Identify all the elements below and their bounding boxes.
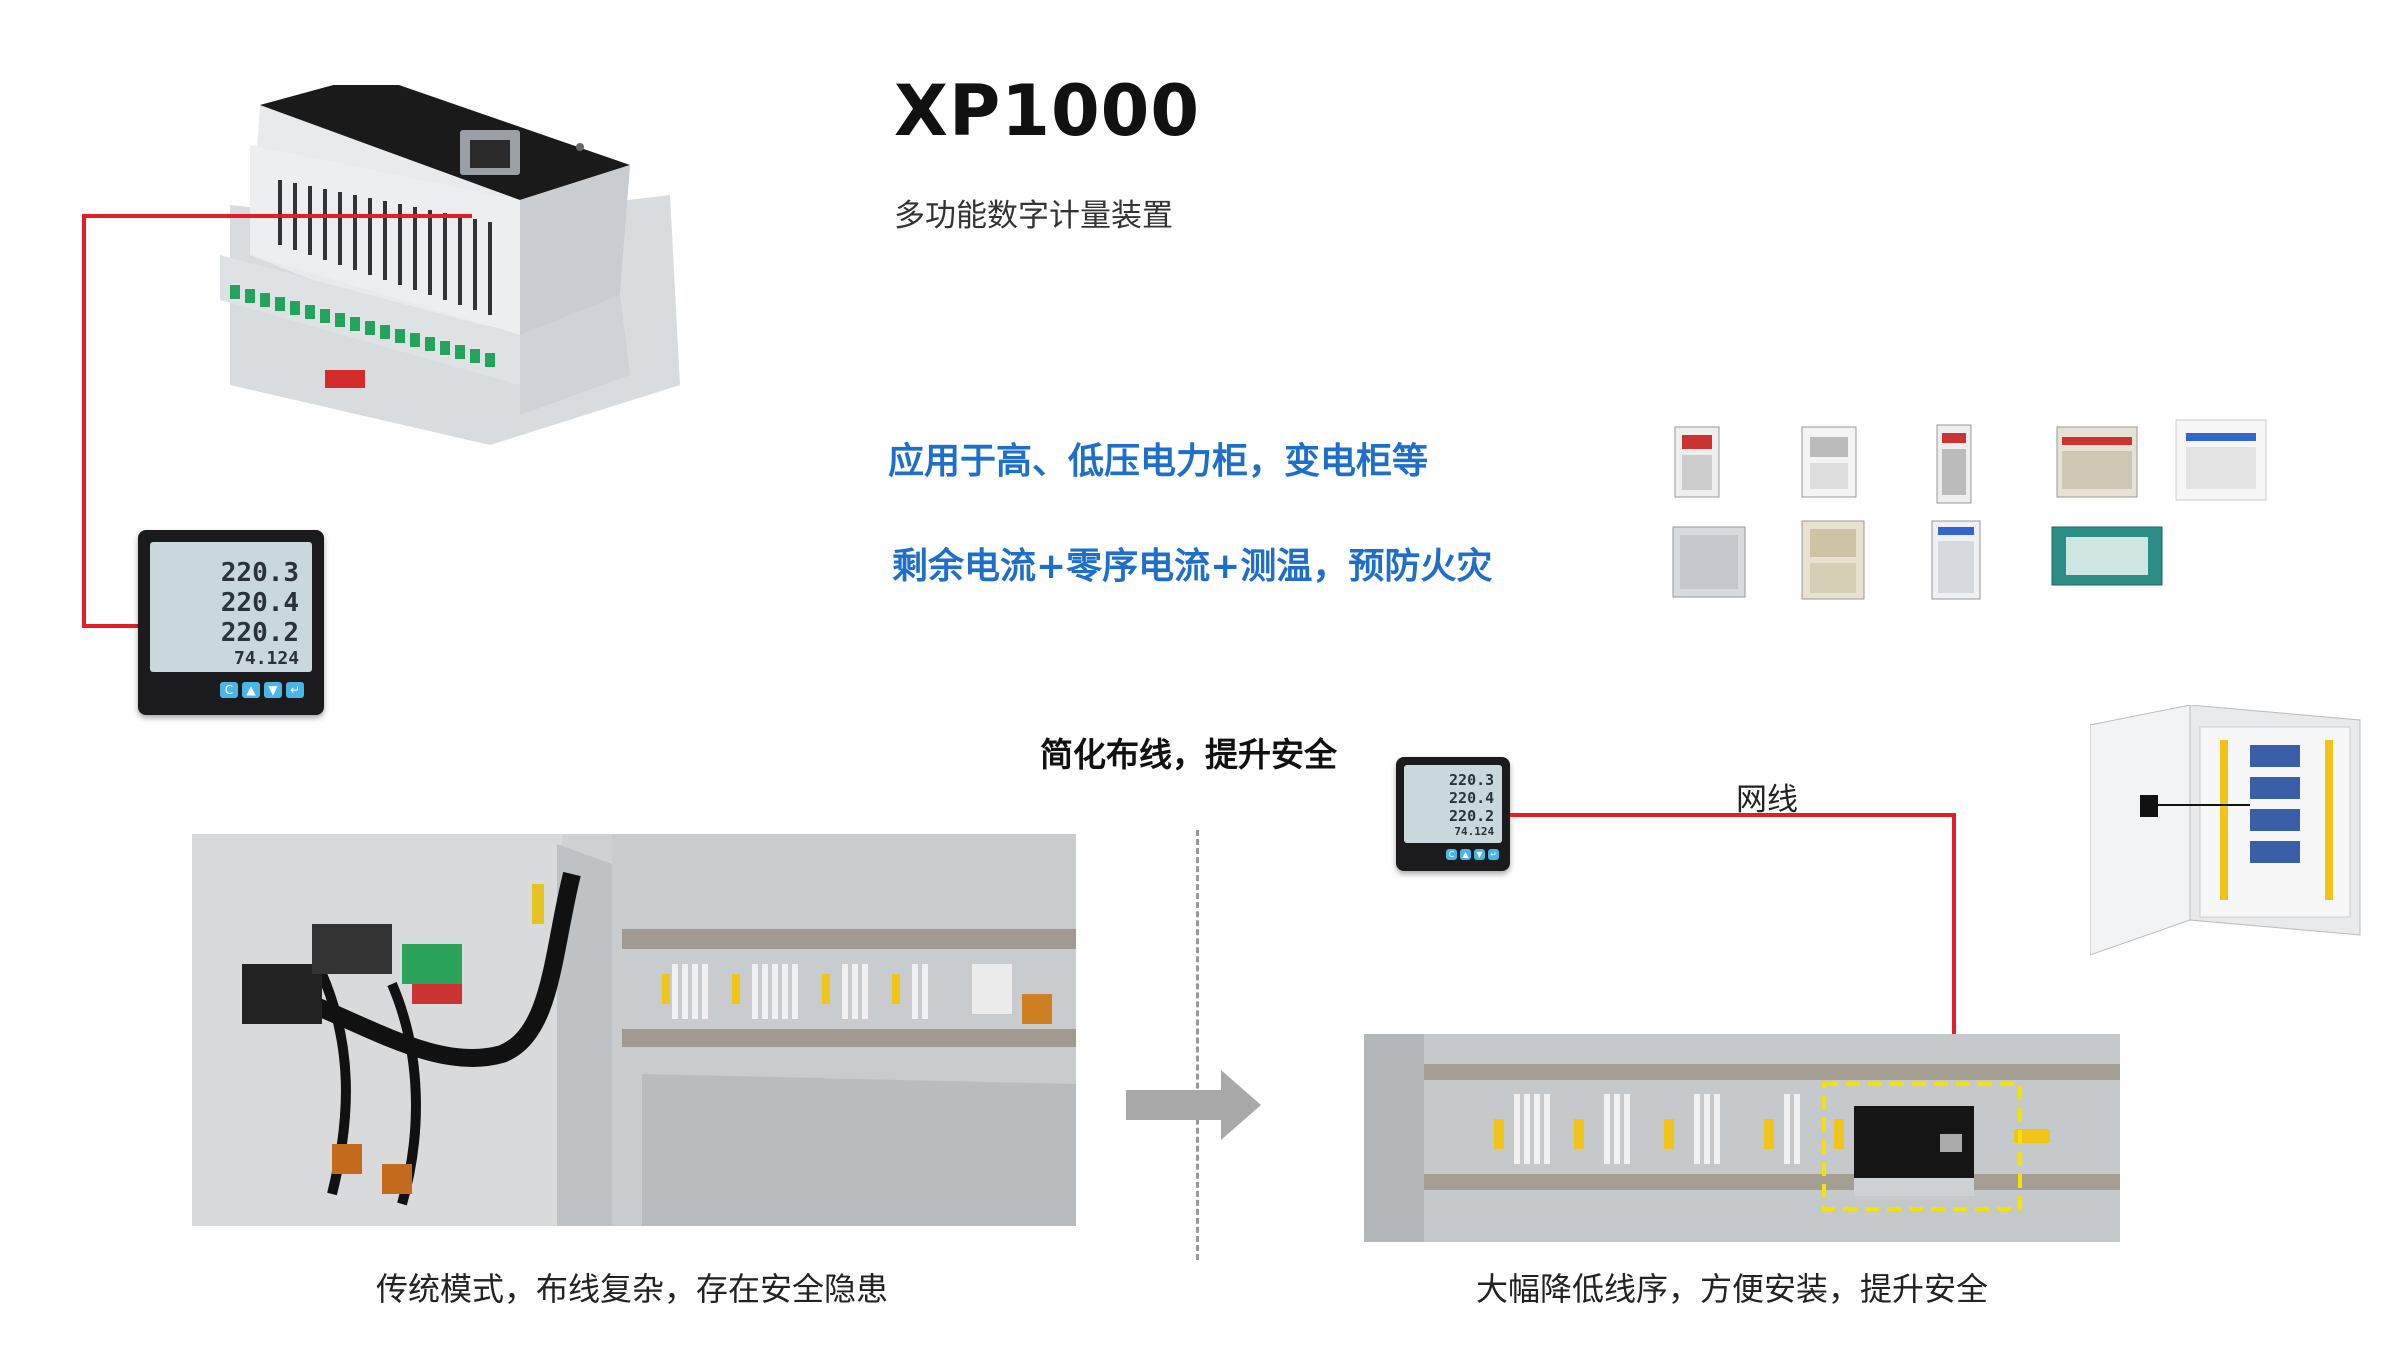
cabinet-icon	[1801, 426, 1857, 498]
product-subtitle: 多功能数字计量装置	[894, 198, 1173, 234]
network-cable-label: 网线	[1736, 782, 1798, 818]
product-title: XP1000	[894, 70, 1201, 152]
meter-reading-3: 220.2	[220, 618, 300, 648]
meter-button-icon: ↵	[1488, 849, 1499, 860]
meter-reading-3: 220.2	[1449, 807, 1495, 825]
right-arrow-icon	[1126, 1070, 1261, 1140]
network-cable-line	[82, 214, 86, 628]
meter-reading-2: 220.4	[220, 588, 300, 618]
cabinet-icon	[1801, 520, 1865, 600]
distribution-cabinet-illustration	[2090, 705, 2361, 956]
meter-button-icon: ▼	[264, 682, 282, 698]
feature-application: 应用于高、低压电力柜，变电柜等	[888, 441, 1429, 482]
meter-button-icon: ↵	[286, 682, 304, 698]
display-meter-large: 220.3 220.4 220.2 74.124 C ▲ ▼ ↵	[138, 530, 324, 715]
meter-button-icon: ▲	[242, 682, 260, 698]
meter-button-icon: ▼	[1474, 849, 1485, 860]
traditional-wiring-photo	[192, 834, 1076, 1226]
display-meter-small: 220.3 220.4 220.2 74.124 C ▲ ▼ ↵	[1396, 757, 1510, 871]
meter-button-icon: ▲	[1460, 849, 1471, 860]
meter-button-icon: C	[220, 682, 238, 698]
cabinet-icon	[1936, 424, 1972, 504]
cabinet-icon	[2056, 426, 2138, 498]
cabinet-icon	[2175, 419, 2267, 501]
network-cable-line	[1952, 813, 1956, 1111]
meter-reading-4: 74.124	[234, 648, 300, 669]
meter-buttons: C ▲ ▼ ↵	[1446, 849, 1499, 860]
meter-reading-1: 220.3	[1449, 771, 1495, 789]
cabinet-icon	[2051, 526, 2163, 586]
cabinet-icon	[1674, 426, 1720, 498]
din-rail-module-image	[220, 85, 680, 445]
meter-buttons: C ▲ ▼ ↵	[220, 682, 304, 698]
meter-button-icon: C	[1446, 849, 1457, 860]
simplified-wiring-photo	[1364, 1034, 2120, 1242]
feature-protection: 剩余电流+零序电流+测温，预防火灾	[892, 546, 1493, 587]
meter-reading-1: 220.3	[220, 558, 300, 588]
network-cable-line	[1510, 813, 1956, 817]
traditional-caption: 传统模式，布线复杂，存在安全隐患	[376, 1270, 889, 1308]
cabinet-icon	[1672, 526, 1746, 598]
meter-screen: 220.3 220.4 220.2 74.124	[150, 542, 312, 672]
section-divider	[1196, 830, 1199, 1260]
meter-reading-2: 220.4	[1449, 789, 1495, 807]
cabinet-gallery	[1672, 419, 2267, 600]
simplified-caption: 大幅降低线序，方便安装，提升安全	[1476, 1270, 1989, 1308]
comparison-heading: 简化布线，提升安全	[1040, 735, 1337, 774]
network-cable-line	[82, 214, 472, 218]
network-cable-line	[82, 624, 138, 628]
cabinet-icon	[1931, 520, 1981, 600]
meter-reading-4: 74.124	[1454, 825, 1495, 838]
meter-screen: 220.3 220.4 220.2 74.124	[1404, 765, 1502, 843]
